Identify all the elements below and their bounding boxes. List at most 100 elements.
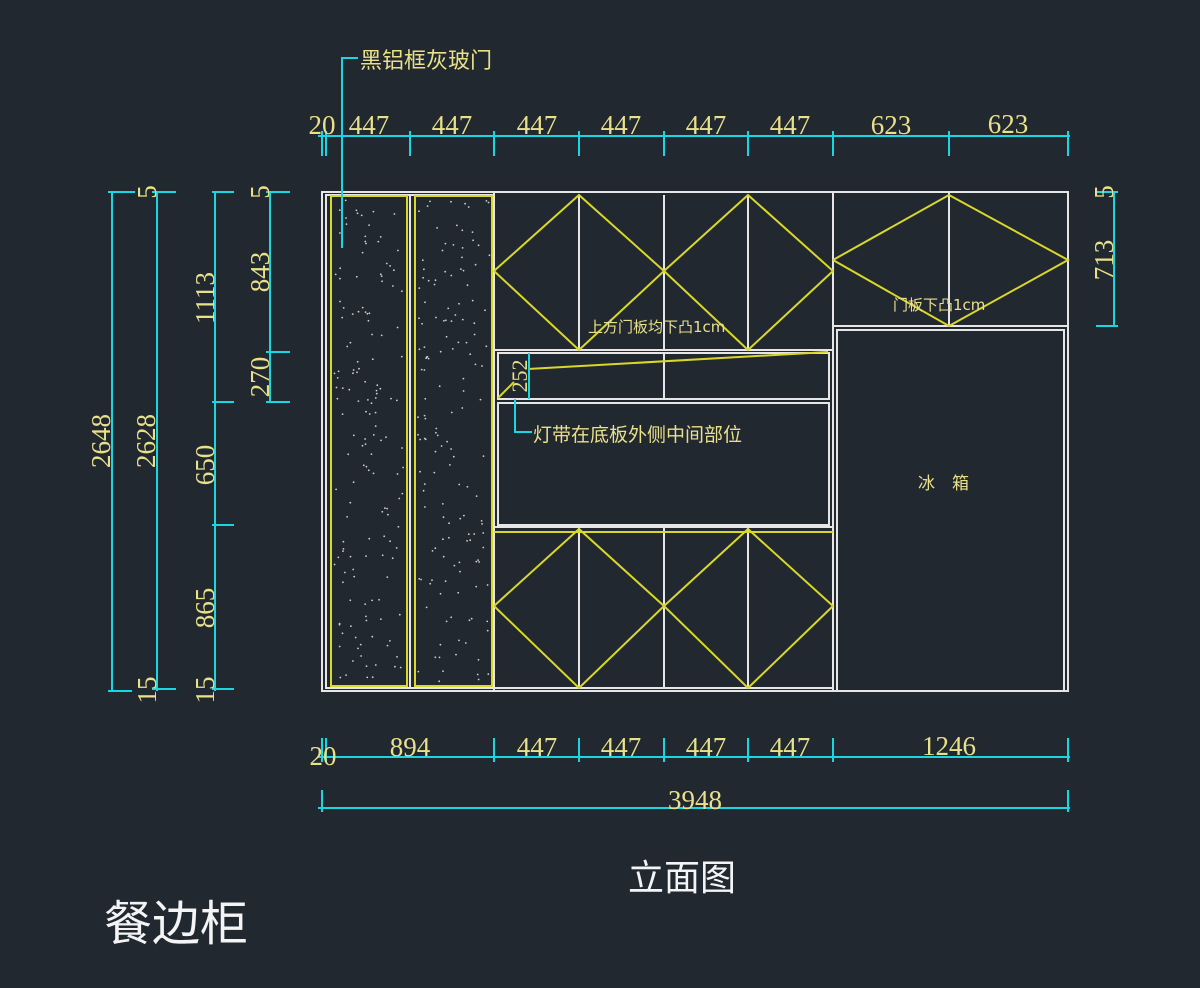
dim-label: 5: [1089, 185, 1119, 199]
glass-dot: [442, 538, 444, 541]
dim-label: 894: [390, 732, 431, 762]
left-dimensions: [108, 191, 290, 692]
note-light-strip: 灯带在底板外侧中间部位: [533, 424, 742, 446]
glass-dot: [475, 560, 478, 563]
glass-dot: [486, 620, 489, 623]
light-strip-line: [527, 351, 829, 370]
dim-label: 5: [132, 185, 162, 199]
dim-label: 447: [601, 732, 642, 762]
glass-dot: [424, 301, 426, 304]
glass-dot: [421, 322, 423, 325]
glass-dot: [397, 525, 400, 528]
glass-dot: [439, 643, 442, 646]
glass-dot: [401, 492, 404, 495]
glass-dot: [441, 503, 444, 505]
glass-dot: [418, 578, 421, 580]
dim-label: 447: [517, 110, 558, 140]
dim-label: 447: [770, 110, 811, 140]
glass-dot: [468, 619, 471, 622]
glass-dot: [434, 656, 437, 659]
glass-dot: [450, 448, 452, 450]
open-niche: [497, 402, 830, 526]
glass-dot: [376, 384, 379, 387]
glass-dot: [348, 388, 351, 391]
glass-dot: [420, 578, 422, 581]
glass-dot: [353, 575, 356, 578]
glass-dot: [339, 676, 342, 679]
glass-dot: [371, 676, 374, 679]
glass-dot: [450, 274, 453, 277]
glass-dot: [424, 417, 427, 420]
glass-dot: [364, 443, 367, 445]
glass-dot: [342, 581, 344, 584]
glass-dot: [333, 563, 336, 566]
glass-dot: [333, 372, 336, 375]
glass-dot: [462, 390, 465, 392]
leader-light-strip: [514, 399, 532, 433]
glass-dot: [452, 455, 455, 458]
glass-dot: [444, 242, 447, 245]
glass-dot: [429, 582, 432, 585]
glass-dot: [364, 380, 367, 383]
glass-dot: [458, 483, 461, 486]
glass-dot: [393, 213, 396, 215]
glass-dot: [387, 513, 389, 516]
glass-dot: [481, 523, 483, 525]
glass-dot: [381, 280, 383, 283]
glass-dot: [365, 615, 367, 618]
glass-dot: [368, 413, 371, 415]
glass-dot: [335, 386, 338, 389]
dim-label: 2628: [131, 414, 161, 468]
glass-dot: [420, 368, 423, 371]
glass-dot: [380, 439, 382, 442]
glass-dot: [383, 535, 386, 538]
glass-dot: [450, 200, 452, 203]
glass-dot: [440, 445, 443, 447]
vertical-dimension-labels: 2648 5 15 2628 1113 650 865 15 5 843 270…: [86, 185, 1119, 703]
glass-dot: [446, 440, 448, 443]
dim-label: 270: [245, 357, 275, 398]
glass-dot: [466, 540, 468, 542]
glass-dot: [444, 580, 447, 583]
glass-dot: [453, 564, 456, 567]
glass-dot: [431, 579, 433, 581]
glass-dot: [362, 464, 365, 467]
glass-dot: [390, 397, 392, 400]
glass-dot: [444, 270, 447, 273]
glass-dot: [352, 369, 355, 371]
glass-dot: [477, 559, 479, 561]
glass-dot: [368, 224, 370, 227]
glass-dot: [422, 489, 425, 492]
dim-label: 447: [601, 110, 642, 140]
leader-glass-door: [341, 57, 358, 248]
glass-dot: [384, 507, 386, 509]
glass-dot: [352, 434, 355, 437]
glass-dot: [466, 284, 469, 287]
glass-dot: [425, 357, 427, 360]
glass-dot: [365, 555, 367, 557]
glass-dot: [371, 599, 373, 602]
glass-dot: [360, 655, 362, 657]
glass-dot: [421, 259, 424, 262]
glass-dot: [462, 269, 465, 272]
glass-dot: [455, 653, 457, 656]
glass-dot: [381, 510, 384, 513]
glass-dot: [486, 629, 489, 632]
glass-dot: [488, 254, 491, 257]
glass-dot: [371, 635, 374, 638]
glass-dot: [356, 371, 358, 374]
glass-dot: [438, 656, 441, 659]
glass-dot: [337, 370, 340, 373]
right-dimensions: [1096, 191, 1118, 327]
glass-dot: [424, 397, 427, 400]
glass-dot: [342, 550, 344, 552]
glass-dot: [450, 320, 453, 322]
glass-dot: [423, 414, 426, 417]
glass-dot: [398, 497, 401, 500]
glass-dot: [361, 444, 364, 447]
glass-dot: [474, 363, 477, 366]
glass-dot: [374, 411, 377, 414]
glass-dot: [472, 239, 474, 242]
glass-dot: [475, 495, 478, 497]
glass-dot: [445, 620, 448, 623]
